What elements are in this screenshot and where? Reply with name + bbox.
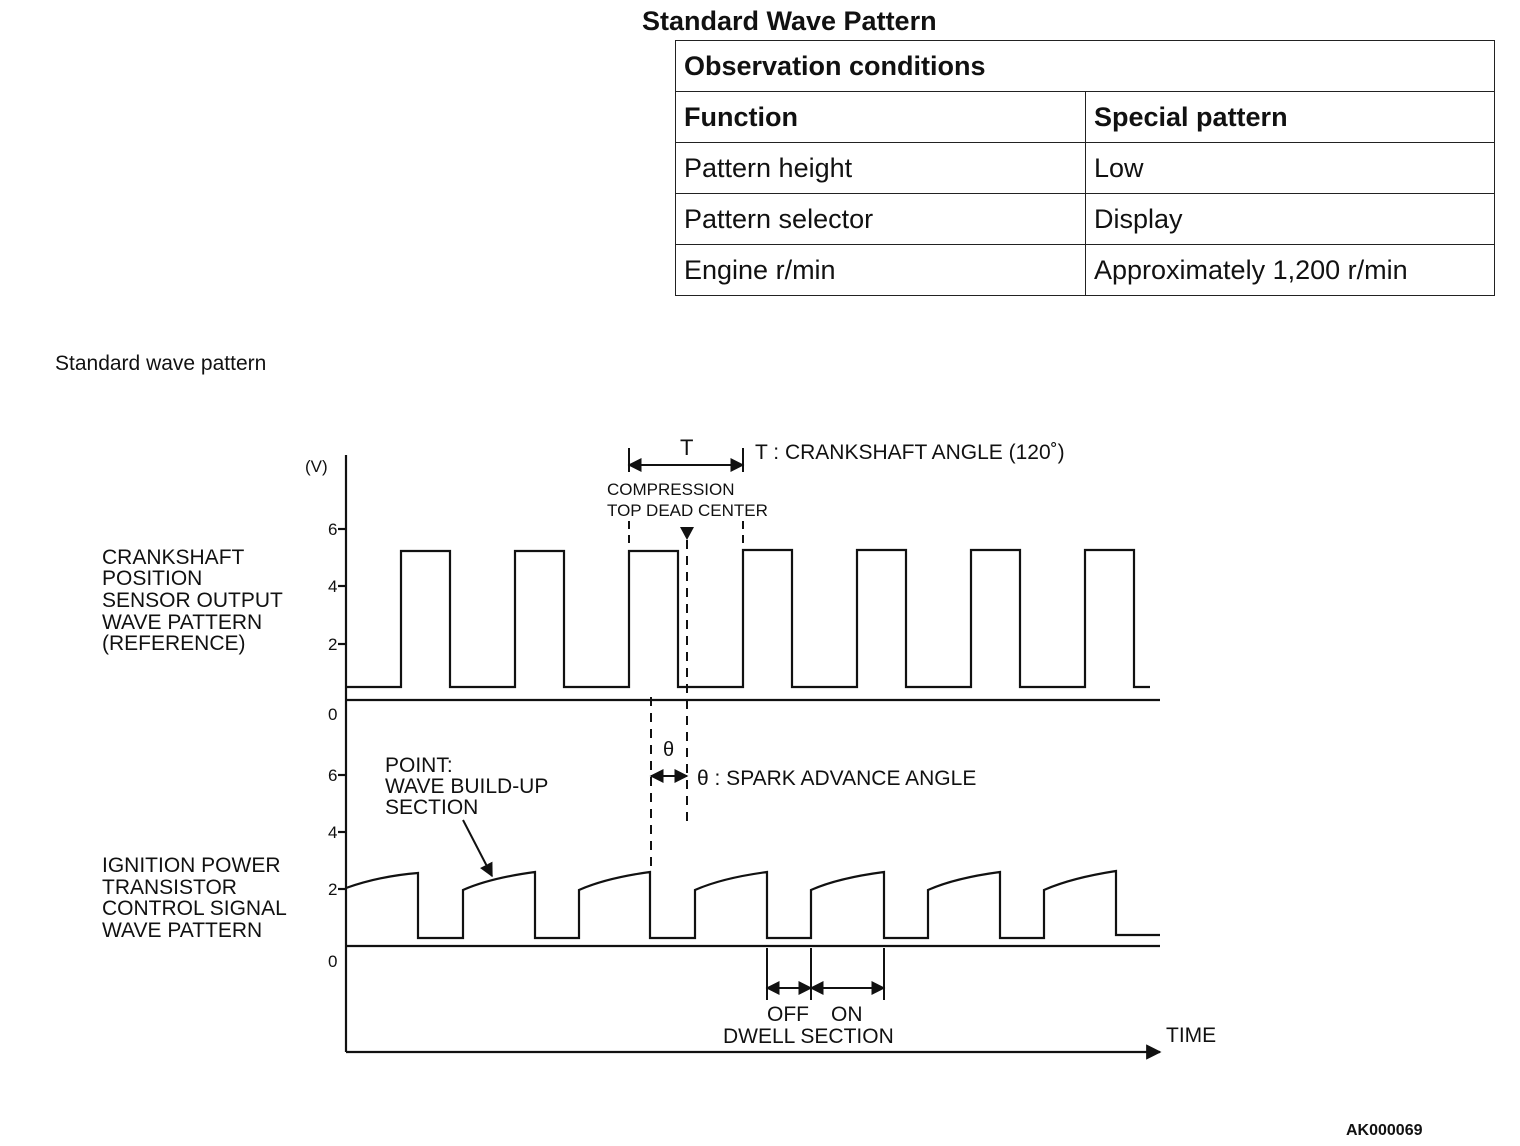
table-row: Pattern selector Display — [675, 193, 1495, 245]
ignition-label-line4: WAVE PATTERN — [102, 919, 262, 942]
compression-label-line1: COMPRESSION — [607, 480, 735, 499]
observation-conditions-table: Observation conditions Function Special … — [675, 40, 1495, 296]
t-legend: T : CRANKSHAFT ANGLE (120˚) — [755, 441, 1065, 464]
dwell-section-label: DWELL SECTION — [723, 1025, 894, 1048]
table-cell: Display — [1085, 193, 1495, 245]
ignition-label-line3: CONTROL SIGNAL — [102, 897, 287, 920]
point-arrow — [462, 819, 493, 878]
unit-label: (V) — [305, 457, 328, 476]
point-label-line2: WAVE BUILD-UP — [385, 775, 548, 798]
theta-legend: θ : SPARK ADVANCE ANGLE — [697, 767, 976, 790]
on-label: ON — [831, 1003, 863, 1026]
tick-label: 6 — [328, 766, 337, 785]
table-cell: Low — [1085, 142, 1495, 194]
off-label: OFF — [767, 1003, 809, 1026]
section-label: Standard wave pattern — [55, 352, 267, 375]
figure-code: AK000069 — [1346, 1122, 1423, 1139]
tick-label: 4 — [328, 577, 337, 596]
tick-label: 2 — [328, 635, 337, 654]
t-symbol: T — [680, 435, 693, 460]
table-cell: Engine r/min — [675, 244, 1086, 296]
tick-label: 6 — [328, 520, 337, 539]
time-label: TIME — [1166, 1024, 1216, 1047]
page-title: Standard Wave Pattern — [642, 6, 937, 36]
crankshaft-label-line4: WAVE PATTERN — [102, 611, 262, 634]
crankshaft-label-line5: (REFERENCE) — [102, 632, 246, 655]
table-row: Engine r/min Approximately 1,200 r/min — [675, 244, 1495, 296]
table-cell: Approximately 1,200 r/min — [1085, 244, 1495, 296]
crankshaft-label-line2: POSITION — [102, 567, 202, 590]
point-label-line1: POINT: — [385, 754, 453, 777]
table-cell: Pattern height — [675, 142, 1086, 194]
column-header-special-pattern: Special pattern — [1085, 91, 1495, 143]
tdc-marker — [680, 527, 694, 540]
tick-label: 2 — [328, 880, 337, 899]
theta-symbol: θ — [663, 739, 674, 761]
table-row: Pattern height Low — [675, 142, 1495, 194]
tick-label: 0 — [328, 705, 337, 724]
point-label-line3: SECTION — [385, 796, 478, 819]
ignition-control-waveform — [345, 869, 1160, 940]
crankshaft-waveform — [346, 548, 1150, 689]
table-cell: Pattern selector — [675, 193, 1086, 245]
table-caption: Observation conditions — [675, 40, 1495, 92]
ignition-label-line1: IGNITION POWER — [102, 854, 281, 877]
tick-label: 4 — [328, 823, 337, 842]
crankshaft-label-line1: CRANKSHAFT — [102, 546, 245, 569]
tick-label: 0 — [328, 952, 337, 971]
ignition-label-line2: TRANSISTOR — [102, 876, 237, 899]
compression-label-line2: TOP DEAD CENTER — [607, 501, 768, 520]
crankshaft-label-line3: SENSOR OUTPUT — [102, 589, 283, 612]
